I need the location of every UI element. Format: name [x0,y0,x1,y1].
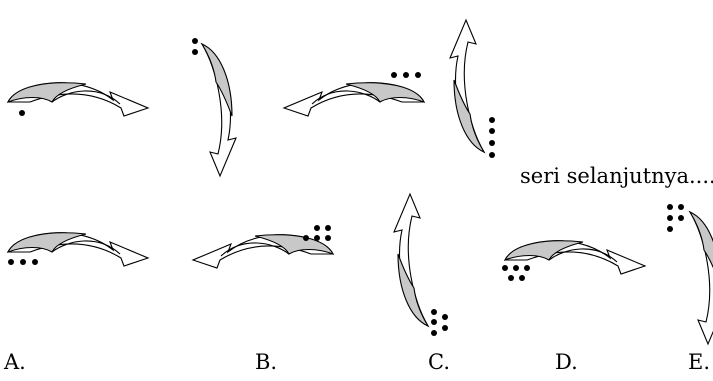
option-d-label[interactable]: D. [555,350,578,374]
option-a-figure[interactable] [7,232,149,267]
option-e-label[interactable]: E. [688,350,711,374]
series-figure-2 [192,38,237,177]
series-figure-3 [283,72,425,117]
option-c-label[interactable]: C. [428,350,450,374]
series-figure-4 [449,19,495,158]
option-a-label[interactable]: A. [4,350,26,374]
question-prompt: seri selanjutnya.... [520,164,713,188]
option-d-figure[interactable] [502,240,646,281]
dot [19,110,25,116]
option-b-label[interactable]: B. [255,350,278,374]
series-figure-1 [7,82,149,117]
option-e-figure[interactable] [667,204,713,345]
option-c-figure[interactable] [393,193,448,336]
option-b-figure[interactable] [192,225,334,269]
